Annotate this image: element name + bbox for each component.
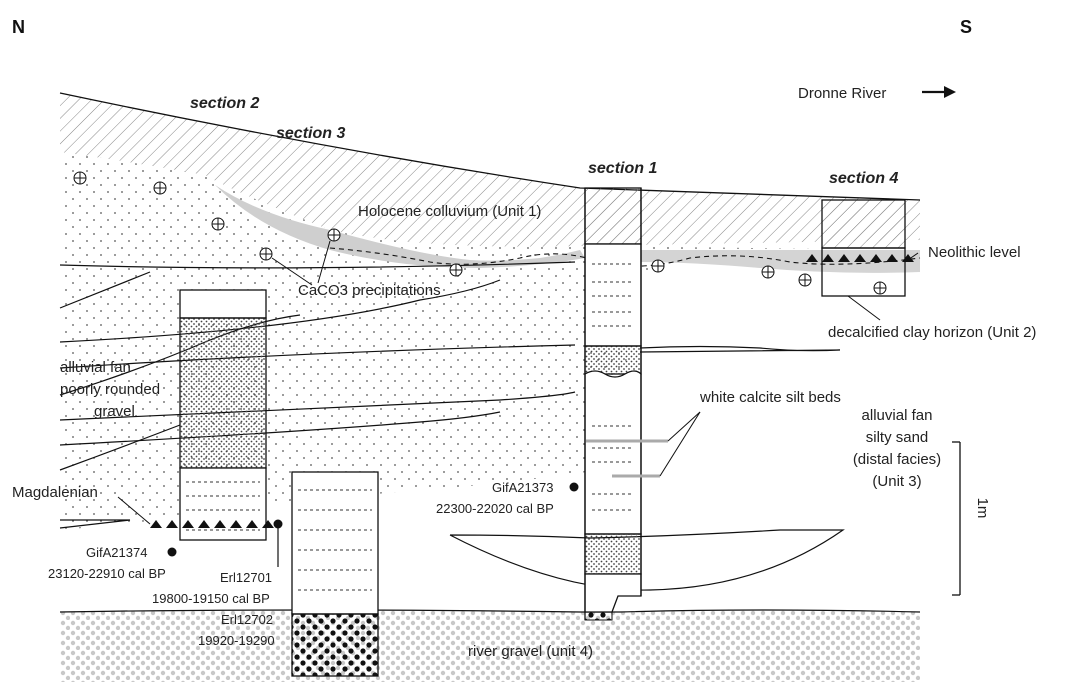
caco3-label: CaCO3 precipitations (298, 282, 441, 299)
fan-gravel-label-3: gravel (94, 403, 135, 420)
section-2-column (180, 290, 266, 540)
section-4-column (822, 200, 905, 296)
fan-sand-label-3: (distal facies) (853, 451, 941, 468)
sample-erl12701 (274, 520, 283, 529)
dronne-river-arrow (922, 86, 956, 98)
erl12702-range: 19920-19290 (198, 633, 275, 648)
gifa21373-code: GifA21373 (492, 480, 553, 495)
river-gravel-label: river gravel (unit 4) (468, 643, 593, 660)
sample-gifa21374 (168, 548, 177, 557)
erl12701-range: 19800-19150 cal BP (152, 591, 270, 606)
magdalenian-label: Magdalenian (12, 484, 98, 501)
white-calcite-label: white calcite silt beds (699, 389, 841, 406)
gifa21374-range: 23120-22910 cal BP (48, 566, 166, 581)
decalcified-leader (848, 296, 880, 320)
fan-gravel-label-2: poorly rounded (60, 381, 160, 398)
sample-gifa21373 (570, 483, 579, 492)
calcite-leader-upper (668, 412, 700, 441)
decalcified-label: decalcified clay horizon (Unit 2) (828, 324, 1036, 341)
section-4-label: section 4 (829, 170, 898, 187)
erl12702-code: Erl12702 (221, 612, 273, 627)
erl12701-code: Erl12701 (220, 570, 272, 585)
dronne-river-label: Dronne River (798, 85, 886, 102)
scale-label: 1m (974, 498, 991, 519)
colluvium-label: Holocene colluvium (Unit 1) (358, 203, 541, 220)
fan-gravel-label-1: alluvial fan (60, 359, 131, 376)
fan-sand-label-1: alluvial fan (862, 407, 933, 424)
south-label: S (960, 17, 972, 37)
fan-sand-label-2: silty sand (866, 429, 929, 446)
fan-sand-label-4: (Unit 3) (872, 473, 921, 490)
calcite-leader-lower (660, 412, 700, 476)
gifa21373-range: 22300-22020 cal BP (436, 501, 554, 516)
section-2-label: section 2 (190, 95, 259, 112)
section-3-column (292, 472, 378, 676)
section-1-label: section 1 (588, 160, 657, 177)
section-3-label: section 3 (276, 125, 345, 142)
north-label: N (12, 17, 25, 37)
neolithic-label: Neolithic level (928, 244, 1021, 261)
gifa21374-code: GifA21374 (86, 545, 147, 560)
scale-bar (952, 442, 960, 595)
